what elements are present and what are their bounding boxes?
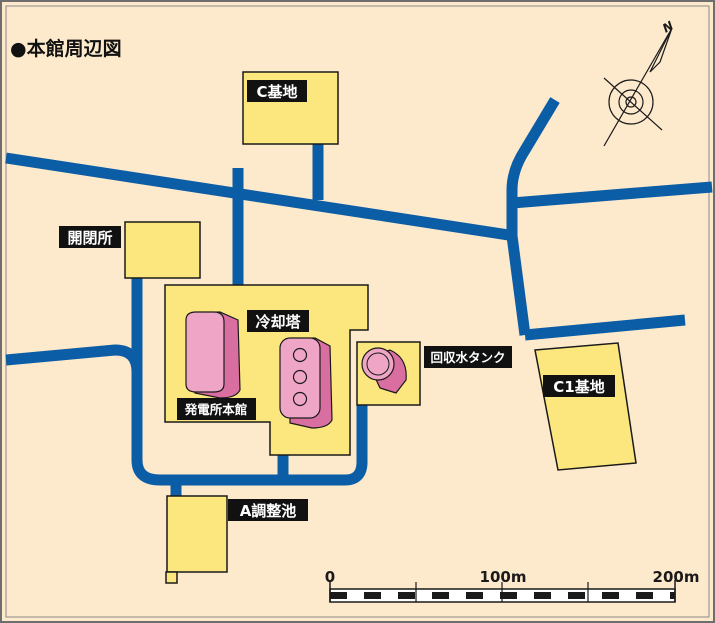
a-pond-outlet [165, 571, 178, 584]
map-title: ●本館周辺図 [10, 37, 122, 60]
c1-base-building[interactable] [534, 342, 637, 471]
svg-text:C基地: C基地 [256, 83, 297, 101]
svg-text:開閉所: 開閉所 [67, 229, 112, 247]
label-c1-base: C1基地 [543, 375, 615, 397]
svg-text:発電所本館: 発電所本館 [184, 402, 248, 417]
svg-text:冷却塔: 冷却塔 [255, 313, 301, 331]
power-house-block [185, 311, 241, 399]
scale-tick-100m: 100m [480, 568, 527, 586]
label-switchyard: 開閉所 [59, 226, 121, 248]
cooling-tower-cell-1 [292, 347, 308, 363]
label-c-base: C基地 [247, 80, 307, 102]
road-northeast-branch [506, 97, 560, 236]
svg-text:A調整池: A調整池 [240, 502, 297, 520]
cooling-tower-cell-2 [292, 369, 308, 385]
svg-text:C1基地: C1基地 [553, 378, 604, 396]
road-west-loop [5, 344, 368, 486]
switchyard-building[interactable] [124, 221, 201, 279]
map-inner-border [5, 5, 710, 618]
svg-text:回収水タンク: 回収水タンク [430, 350, 505, 365]
scale-bar [329, 580, 676, 603]
road-east-upper [511, 181, 713, 209]
label-power-house: 発電所本館 [177, 398, 256, 420]
cooling-tower-structure [279, 337, 333, 429]
road-to-c1 [506, 235, 531, 336]
label-cooling-tower: 冷却塔 [247, 310, 309, 332]
scale-tick-200m: 200m [653, 568, 700, 586]
road-main-east-west [5, 152, 516, 242]
scale-tick-0: 0 [325, 568, 335, 586]
recovery-tank [361, 347, 407, 394]
road-east-lower [524, 314, 686, 341]
cooling-tower-cell-3 [292, 391, 308, 407]
label-a-pond: A調整池 [228, 499, 308, 521]
a-pond-structure[interactable] [166, 495, 228, 573]
label-recovery-tank: 回収水タンク [424, 346, 512, 368]
compass-rose-icon [603, 27, 673, 147]
